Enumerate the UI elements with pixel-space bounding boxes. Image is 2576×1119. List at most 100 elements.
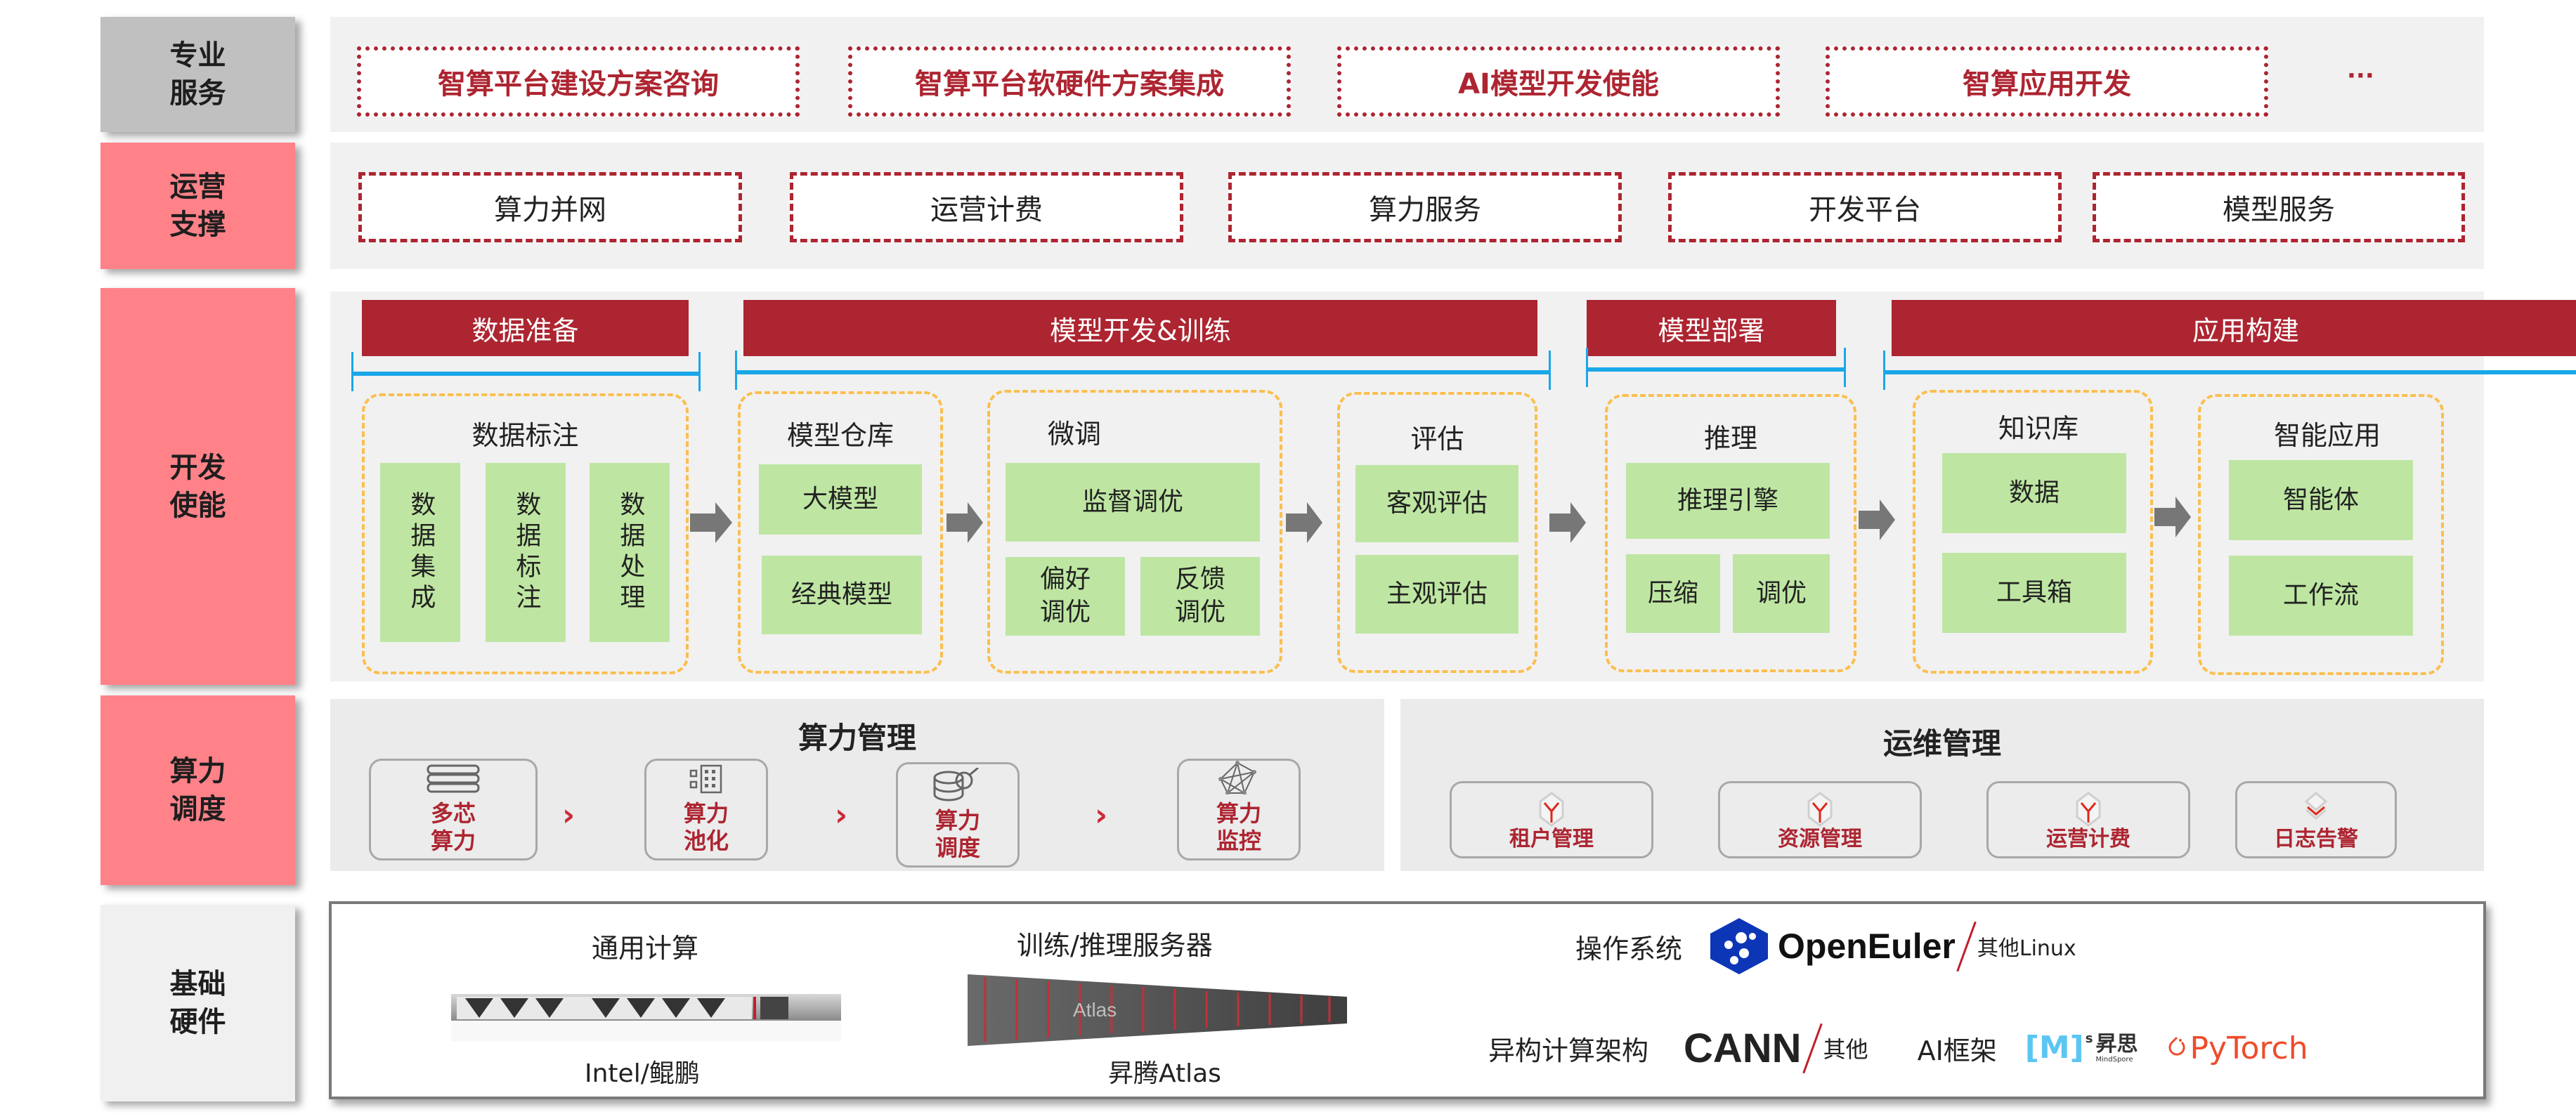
phase-bracket-tick xyxy=(698,352,701,391)
slash-divider xyxy=(1956,921,1977,971)
task-large-model[interactable]: 大模型 xyxy=(759,464,922,535)
task-supervised-tuning[interactable]: 监督调优 xyxy=(1006,463,1260,542)
task-data-labeling[interactable]: 数据标注 xyxy=(486,463,566,642)
task-feedback-tuning[interactable]: 反馈 调优 xyxy=(1140,557,1260,636)
task-data-integration[interactable]: 数据集成 xyxy=(380,463,460,642)
ops-support-item[interactable]: 开发平台 xyxy=(1668,172,2062,242)
ops-card-billing[interactable]: 运营计费 xyxy=(1986,781,2190,858)
stage-finetune: 微调 监督调优 偏好 调优 反馈 调优 xyxy=(987,390,1282,674)
task-toolbox[interactable]: 工具箱 xyxy=(1942,553,2126,633)
flow-arrow-icon xyxy=(947,502,983,543)
openeuler-logo: OpenEuler xyxy=(1778,927,1956,966)
stage-title: 评估 xyxy=(1410,424,1464,454)
task-inference-engine[interactable]: 推理引擎 xyxy=(1626,463,1830,539)
ops-card-tenant[interactable]: 租户管理 xyxy=(1450,781,1653,858)
task-subjective-eval[interactable]: 主观评估 xyxy=(1355,555,1518,634)
openeuler-logo-icon xyxy=(1710,918,1769,974)
os-label: 操作系统 xyxy=(1575,933,1683,964)
task-kb-data[interactable]: 数据 xyxy=(1942,453,2126,533)
cube-y-icon xyxy=(2076,792,2101,827)
ai-framework-label: AI框架 xyxy=(1917,1035,1997,1066)
pro-services-panel: 智算平台建设方案咨询 智算平台软硬件方案集成 AI模型开发使能 智算应用开发 ·… xyxy=(330,17,2484,132)
mindspore-name: 昇思 xyxy=(2095,1031,2138,1056)
atlas-watermark: Atlas xyxy=(1073,999,1117,1021)
slash-divider xyxy=(1802,1023,1823,1073)
server-stack-icon xyxy=(427,764,480,793)
compute-mgmt-panel: 算力管理 多芯 算力 › 算力 池化 › 算力 调度 › 算力 监控 xyxy=(330,699,1384,871)
network-mesh-icon xyxy=(1218,761,1256,795)
phase-header-data-prep: 数据准备 xyxy=(362,300,689,356)
task-data-processing[interactable]: 数据处理 xyxy=(590,463,670,642)
ops-support-item[interactable]: 算力服务 xyxy=(1228,172,1622,242)
task-agent[interactable]: 智能体 xyxy=(2229,460,2413,540)
mindspore-sub: MindSpore xyxy=(2095,1055,2133,1064)
atlas-cluster-icon: Atlas xyxy=(968,974,1347,1046)
task-compression[interactable]: 压缩 xyxy=(1626,554,1720,633)
compute-card-monitoring[interactable]: 算力 监控 xyxy=(1177,759,1301,860)
stage-title: 模型仓库 xyxy=(786,420,894,451)
layer-label-pro-services: 专业 服务 xyxy=(100,17,295,132)
phase-bracket-tick xyxy=(1549,351,1551,390)
chevron-right-icon: › xyxy=(1095,797,1108,833)
pytorch-flame-icon xyxy=(2168,1036,2185,1056)
task-preference-tuning[interactable]: 偏好 调优 xyxy=(1006,557,1125,636)
stage-model-repo: 模型仓库 大模型 经典模型 xyxy=(738,391,943,674)
hetero-ai-row: 异构计算架构 CANN 其他 AI框架 [M] s 昇思 MindSpore P… xyxy=(1488,1016,2308,1080)
phase-bracket xyxy=(1883,370,2576,374)
phase-bracket-tick xyxy=(1586,348,1588,387)
hetero-other: 其他 xyxy=(1823,1036,1868,1063)
layer-label-ops-support: 运营 支撑 xyxy=(100,143,295,269)
cube-y-icon xyxy=(1807,792,1833,827)
cube-y-icon xyxy=(1539,792,1564,827)
train-server-title: 训练/推理服务器 xyxy=(1017,930,1213,961)
flow-arrow-icon xyxy=(1859,499,1895,540)
stage-title: 知识库 xyxy=(1998,413,2079,444)
pro-service-item[interactable]: 智算平台软硬件方案集成 xyxy=(848,46,1291,117)
ops-support-item[interactable]: 算力并网 xyxy=(358,172,742,242)
layer-label-compute-sched: 算力 调度 xyxy=(100,695,295,885)
phase-header-app-build: 应用构建 xyxy=(1892,300,2576,356)
stage-data-annotation: 数据标注 数据集成 数据标注 数据处理 xyxy=(362,393,689,674)
hetero-label: 异构计算架构 xyxy=(1488,1035,1649,1066)
task-tuning[interactable]: 调优 xyxy=(1733,554,1830,633)
base-hw-panel: 通用计算 Intel/鲲鹏 训练/推理服务器 Atlas 昇腾Atlas 操作系… xyxy=(329,901,2486,1099)
flow-arrow-icon xyxy=(1286,502,1322,543)
stage-title: 微调 xyxy=(1047,419,1101,450)
task-workflow[interactable]: 工作流 xyxy=(2229,556,2413,636)
phase-bracket xyxy=(735,370,1550,374)
phase-bracket-tick xyxy=(1844,348,1846,387)
os-row: 操作系统 OpenEuler 其他Linux xyxy=(1575,917,2076,976)
rack-server-icon xyxy=(451,994,841,1042)
general-compute-caption: Intel/鲲鹏 xyxy=(585,1059,700,1088)
phase-header-model-dev: 模型开发&训练 xyxy=(743,300,1537,356)
train-server-caption: 昇腾Atlas xyxy=(1108,1059,1221,1088)
database-search-icon xyxy=(933,768,979,801)
compute-card-multichip[interactable]: 多芯 算力 xyxy=(369,759,538,860)
flow-arrow-icon xyxy=(1549,502,1586,543)
ops-card-log-alert[interactable]: 日志告警 xyxy=(2235,781,2397,858)
ops-support-item[interactable]: 模型服务 xyxy=(2093,172,2465,242)
mindspore-logo: [M] s 昇思 MindSpore xyxy=(2025,1031,2138,1064)
general-compute-title: 通用计算 xyxy=(592,933,699,964)
dev-enable-panel: 数据准备 模型开发&训练 模型部署 应用构建 数据标注 数据集成 数据标注 数据… xyxy=(330,292,2576,681)
stage-title: 推理 xyxy=(1703,423,1757,454)
ops-support-panel: 算力并网 运营计费 算力服务 开发平台 模型服务 xyxy=(330,143,2484,269)
cann-logo: CANN xyxy=(1684,1025,1802,1071)
ops-card-resource[interactable]: 资源管理 xyxy=(1718,781,1922,858)
flow-arrow-icon xyxy=(690,502,732,543)
pro-service-item[interactable]: 智算应用开发 xyxy=(1826,46,2268,117)
layer-label-dev-enable: 开发 使能 xyxy=(100,288,295,685)
compute-card-pooling[interactable]: 算力 池化 xyxy=(644,759,768,860)
phase-bracket xyxy=(1586,367,1846,372)
ops-support-item[interactable]: 运营计费 xyxy=(790,172,1183,242)
ops-mgmt-panel: 运维管理 租户管理 资源管理 运营计费 日志告警 xyxy=(1400,699,2484,871)
pro-service-item[interactable]: AI模型开发使能 xyxy=(1337,46,1780,117)
phase-header-deploy: 模型部署 xyxy=(1587,300,1836,356)
layer-label-base-hw: 基础 硬件 xyxy=(100,905,295,1101)
task-objective-eval[interactable]: 客观评估 xyxy=(1355,465,1518,542)
ops-mgmt-title: 运维管理 xyxy=(1882,726,2001,761)
pytorch-logo: PyTorch xyxy=(2190,1030,2308,1066)
task-classic-model[interactable]: 经典模型 xyxy=(762,556,922,634)
pro-service-item[interactable]: 智算平台建设方案咨询 xyxy=(357,46,800,117)
compute-card-scheduling[interactable]: 算力 调度 xyxy=(896,762,1020,868)
